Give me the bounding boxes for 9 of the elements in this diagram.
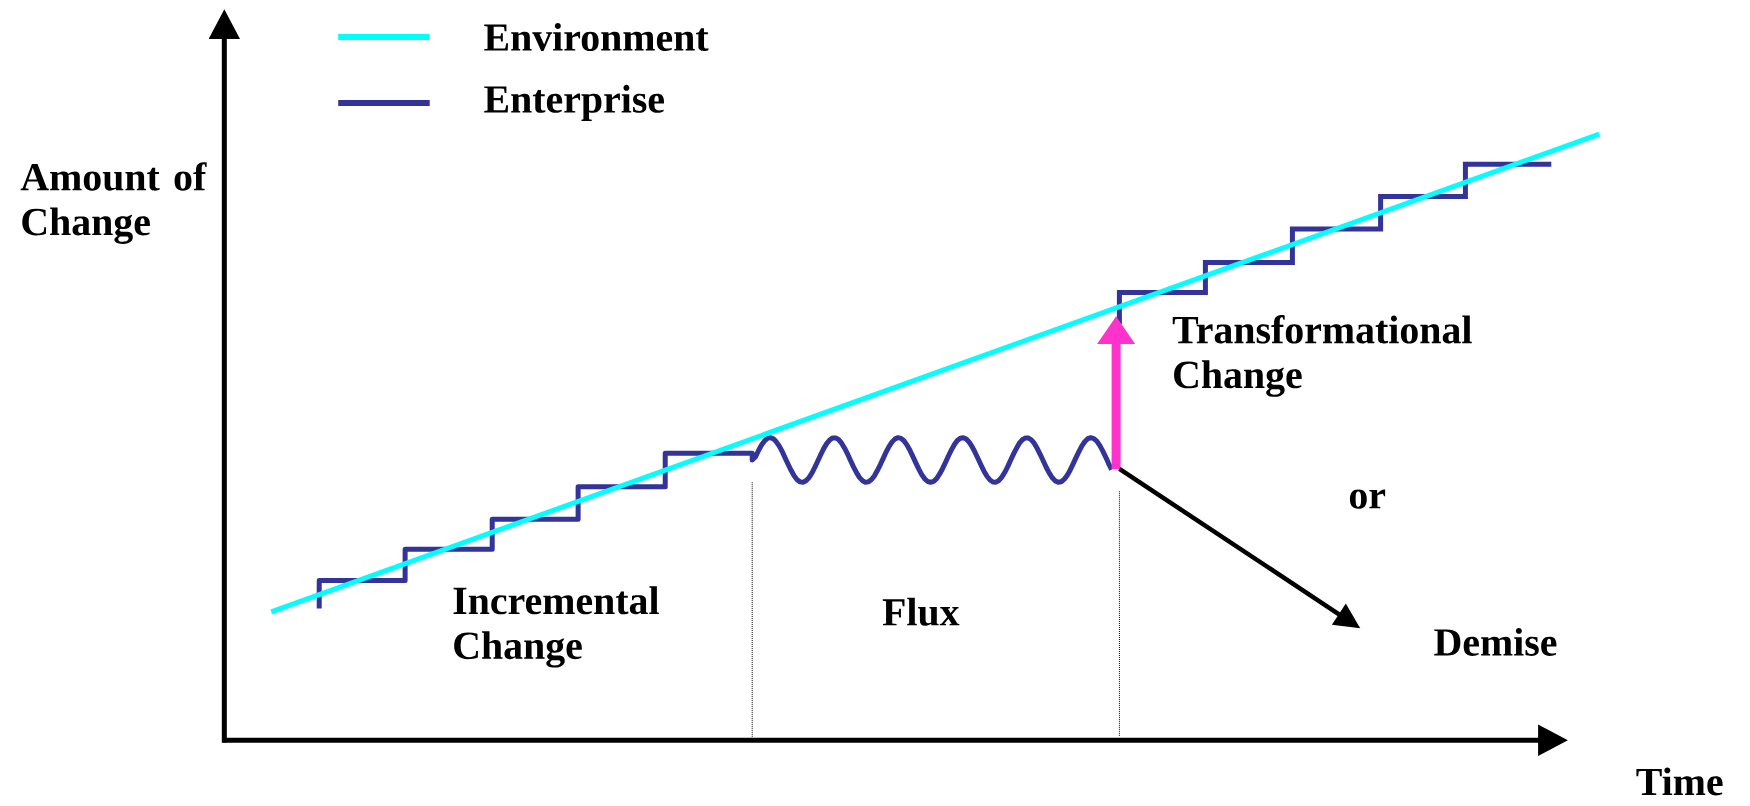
phase-label: Demise	[1434, 627, 1557, 656]
legend-text: Environment	[484, 23, 709, 51]
phase-label: Flux	[882, 597, 960, 626]
legend-text: Enterprise	[484, 84, 664, 121]
axis-label: Amount of Change	[20, 162, 207, 244]
phase-label: or	[1349, 489, 1386, 509]
axis-label: Time	[1636, 767, 1723, 796]
phase-label: Transformational Change	[1172, 315, 1472, 397]
phase-label: Incremental Change	[453, 586, 659, 668]
